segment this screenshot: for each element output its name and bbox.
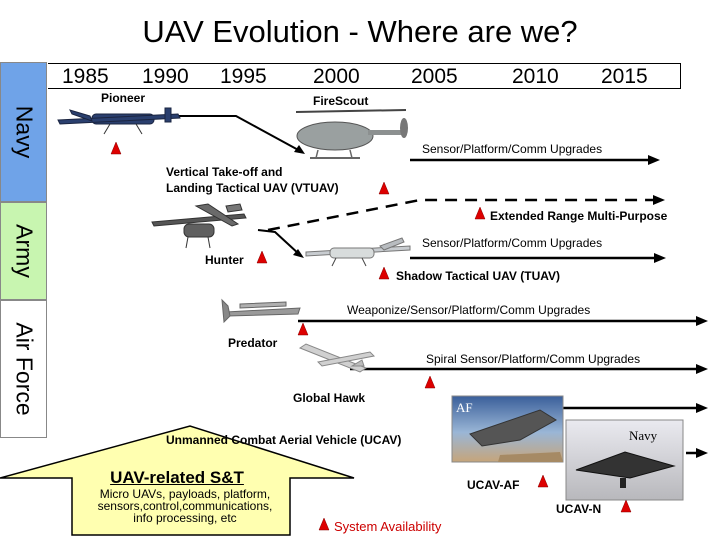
marker-extended-range	[474, 206, 486, 220]
globalhawk-upgrade-label: Spiral Sensor/Platform/Comm Upgrades	[426, 352, 641, 366]
marker-vtuav	[378, 181, 390, 195]
legend-label: System Availability	[334, 519, 442, 534]
ucav-af-label: UCAV-AF	[467, 478, 520, 492]
ucav-label: Unmanned Combat Aerial Vehicle (UCAV)	[166, 433, 402, 447]
year-label: 2000	[313, 65, 360, 88]
arrowhead	[653, 195, 665, 205]
ucav-n-photo	[565, 419, 684, 501]
shadow-label: Shadow Tactical UAV (TUAV)	[396, 269, 561, 283]
pioneer-label: Pioneer	[101, 91, 146, 105]
arrowhead	[293, 249, 304, 258]
airforce-band: Air Force	[0, 300, 47, 438]
arrowhead	[696, 364, 708, 374]
ucav-n-label: UCAV-N	[556, 502, 602, 516]
st-arrow	[0, 425, 355, 536]
marker-pioneer	[110, 141, 122, 155]
arrowhead	[696, 448, 708, 458]
globalhawk-aircraft	[298, 343, 376, 373]
st-label: UAV-related S&T	[110, 468, 244, 487]
marker-predator	[297, 322, 309, 336]
marker-ucav-n	[620, 499, 632, 513]
firescout-label: FireScout	[313, 94, 369, 108]
vtuav-label: Vertical Take-off and Landing Tactical U…	[166, 165, 339, 195]
extended-range-dashed-arrow	[267, 198, 655, 232]
firescout-aircraft	[295, 109, 408, 159]
ucav-af-photo	[451, 395, 564, 463]
timeline-axis: 1985 1990 1995 2000 2005 2010 2015	[48, 63, 681, 89]
year-label: 2010	[512, 65, 559, 88]
extended-range-label: Extended Range Multi-Purpose	[490, 209, 668, 223]
marker-ucav-af	[537, 474, 549, 488]
globalhawk-label: Global Hawk	[293, 391, 366, 405]
hunter-aircraft	[151, 203, 247, 249]
arrowhead	[696, 403, 708, 413]
year-label: 2015	[601, 65, 648, 88]
arrowhead	[654, 253, 666, 263]
year-label: 1995	[220, 65, 267, 88]
year-label: 2005	[411, 65, 458, 88]
marker-globalhawk	[424, 375, 436, 389]
shadow-aircraft	[305, 237, 411, 267]
marker-shadow	[378, 266, 390, 280]
ucav-n-photo-tag: Navy	[629, 428, 658, 443]
pioneer-connector	[173, 115, 303, 153]
arrowhead	[294, 145, 305, 154]
legend-marker	[318, 517, 330, 531]
pioneer-aircraft	[57, 107, 181, 135]
st-detail: Micro UAVs, payloads, platform, sensors,…	[97, 487, 273, 525]
predator-upgrade-label: Weaponize/Sensor/Platform/Comm Upgrades	[347, 303, 591, 317]
arrowhead	[696, 316, 708, 326]
hunter-connector	[257, 229, 301, 256]
predator-label: Predator	[228, 336, 278, 350]
year-label: 1990	[142, 65, 189, 88]
year-label: 1985	[62, 65, 109, 88]
availability-markers	[110, 141, 632, 531]
hunter-label: Hunter	[205, 253, 244, 267]
army-upgrade-label: Sensor/Platform/Comm Upgrades	[422, 236, 603, 250]
army-band: Army	[0, 202, 47, 300]
predator-aircraft	[221, 298, 301, 324]
ucav-af-photo-tag: AF	[456, 400, 473, 415]
navy-band: Navy	[0, 62, 47, 202]
page-title: UAV Evolution - Where are we?	[142, 14, 578, 49]
marker-hunter	[256, 250, 268, 264]
arrowhead	[648, 155, 660, 165]
navy-upgrade-label: Sensor/Platform/Comm Upgrades	[422, 142, 603, 156]
